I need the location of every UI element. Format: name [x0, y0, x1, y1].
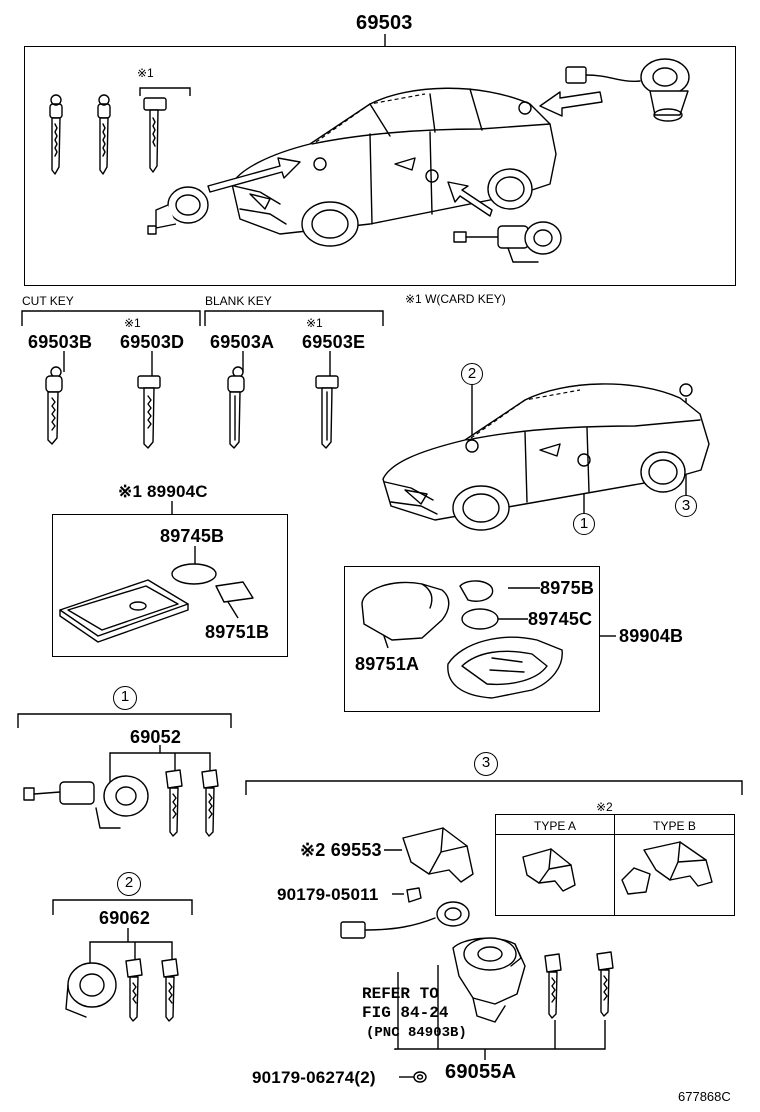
cover-part-number: ※2 69553 — [300, 840, 382, 860]
card-kit-box — [52, 514, 288, 657]
cylinder-part-number: 69055A — [445, 1061, 517, 1083]
card-cut-key-icon — [137, 375, 161, 449]
asterisk-note-1: ※1 — [137, 66, 154, 80]
cut-key-icon — [45, 366, 63, 445]
top-car-illustration — [231, 87, 557, 247]
card-blank-key-icon — [315, 375, 339, 449]
fob-kit-box — [344, 566, 600, 712]
card-kit-illustration — [59, 563, 254, 643]
ignition-switch-illustration — [565, 58, 690, 122]
section-1-illustration — [23, 769, 219, 837]
bolt-part-number: 90179-06274(2) — [252, 1068, 376, 1087]
type-comparison-box — [495, 814, 735, 916]
section-2-number: 69062 — [99, 908, 151, 928]
type-a-label: TYPE A — [533, 819, 577, 833]
top-assembly-box — [24, 46, 736, 286]
key-note-4: ※1 — [306, 316, 323, 330]
key-number-3: 69503A — [210, 332, 275, 352]
key-number-2: 69503D — [120, 332, 185, 352]
type-b-cover-icon — [621, 841, 713, 895]
section-2-illustration — [65, 958, 179, 1022]
top-arrows — [207, 91, 603, 217]
fob-kit-illustration — [361, 580, 563, 699]
figure-code: 677868C — [678, 1089, 731, 1104]
door-cylinder-illustration — [147, 186, 209, 235]
section-3-illustration — [340, 827, 614, 1023]
location-marker-3: 3 — [675, 495, 697, 517]
bolt-icon — [413, 1071, 427, 1083]
key-number-1: 69503B — [28, 332, 93, 352]
cut-key-header: CUT KEY — [22, 294, 74, 308]
card-kit-case-number: 89751B — [205, 622, 270, 642]
location-car-illustration — [382, 383, 710, 531]
fob-kit-case: 89751A — [355, 654, 420, 674]
refer-line-2: FIG 84-24 — [362, 1004, 449, 1022]
type-box-divider — [495, 834, 735, 835]
fob-kit-battery-cover: 8975B — [540, 578, 595, 598]
card-key-note: ※1 W(CARD KEY) — [405, 292, 506, 306]
section-2-marker: 2 — [117, 872, 141, 896]
type-box-separator — [614, 814, 615, 916]
type-a-cover-icon — [522, 848, 576, 892]
blank-key-header: BLANK KEY — [205, 294, 272, 308]
location-marker-1: 1 — [573, 513, 595, 535]
top-part-number: 69503 — [356, 12, 413, 34]
fob-kit-number: 89904B — [619, 626, 684, 646]
location-marker-2: 2 — [461, 363, 483, 385]
steering-lock-illustration — [453, 221, 562, 263]
refer-line-3: (PNC 84903B) — [366, 1025, 467, 1041]
type-note: ※2 — [596, 800, 613, 814]
top-keys-illustration — [49, 94, 167, 175]
blank-key-icon — [227, 366, 245, 449]
key-note-2: ※1 — [124, 316, 141, 330]
card-kit-number: ※1 89904C — [118, 482, 208, 501]
screw-part-number: 90179-05011 — [277, 885, 379, 904]
refer-line-1: REFER TO — [362, 985, 439, 1003]
card-kit-battery-number: 89745B — [160, 526, 225, 546]
type-b-label: TYPE B — [653, 819, 696, 833]
fob-kit-battery: 89745C — [528, 609, 593, 629]
section-1-number: 69052 — [130, 727, 182, 747]
section-1-marker: 1 — [113, 686, 137, 710]
key-number-4: 69503E — [302, 332, 366, 352]
section-3-marker: 3 — [474, 752, 498, 776]
